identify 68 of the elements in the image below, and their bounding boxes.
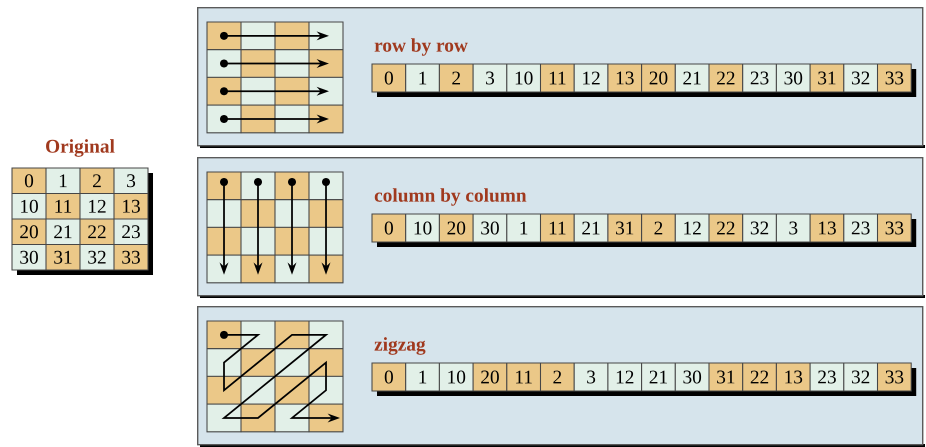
table-cell: 30 [472,213,508,243]
table-cell: 1 [405,63,440,93]
grid-heading: Original [46,139,115,157]
table-cell: 10 [438,362,474,392]
table-cell: 30 [11,244,47,271]
table-cell: 0 [11,167,47,194]
table-cell: 12 [674,213,710,243]
panel-heading: column by column [374,188,526,206]
table-cell: 12 [574,63,608,93]
table-cell: 32 [843,63,878,93]
table-cell: 2 [79,167,115,194]
table-cell: 21 [574,213,608,243]
table-cell: 33 [876,63,912,93]
table-cell: 30 [674,362,710,392]
table-cell: 20 [438,213,474,243]
table-cell: 23 [843,213,878,243]
table-cell: 31 [45,244,81,271]
table-cell: 22 [742,362,777,392]
table-cell: 3 [574,362,608,392]
table-cell: 11 [506,362,542,392]
table-cell: 30 [776,63,811,93]
table-cell: 2 [641,213,676,243]
table-cell: 32 [843,362,878,392]
table-cell: 1 [506,213,542,243]
table-cell: 33 [876,213,912,243]
table-cell: 13 [810,213,844,243]
table-cell: 12 [79,192,115,220]
table-cell: 20 [11,218,47,246]
table-cell: 10 [405,213,440,243]
table-cell: 33 [876,362,912,392]
table-cell: 22 [708,213,744,243]
table-cell: 32 [79,244,115,271]
table-cell: 31 [810,63,844,93]
table-cell: 13 [607,63,642,93]
table-cell: 21 [641,362,676,392]
table-cell: 11 [540,213,575,243]
table-cell: 1 [405,362,440,392]
table-cell: 10 [11,192,47,220]
panel-heading: zigzag [374,337,426,355]
table-cell: 32 [742,213,777,243]
table-cell: 12 [607,362,642,392]
table-cell: 3 [776,213,811,243]
panel-heading: row by row [374,38,468,56]
table-cell: 20 [472,362,508,392]
table-cell: 21 [674,63,710,93]
table-cell: 31 [607,213,642,243]
table-cell: 22 [708,63,744,93]
table-cell: 2 [540,362,575,392]
table-cell: 3 [113,167,149,194]
table-cell: 10 [506,63,542,93]
table-cell: 0 [371,362,406,392]
table-cell: 0 [371,63,406,93]
table-cell: 20 [641,63,676,93]
table-cell: 21 [45,218,81,246]
table-cell: 11 [45,192,81,220]
table-cell: 2 [438,63,474,93]
table-cell: 23 [810,362,844,392]
table-cell: 3 [472,63,508,93]
table-cell: 11 [540,63,575,93]
table-cell: 33 [113,244,149,271]
table-cell: 13 [776,362,811,392]
table-cell: 31 [708,362,744,392]
table-cell: 23 [113,218,149,246]
table-cell: 13 [113,192,149,220]
table-cell: 23 [742,63,777,93]
table-cell: 1 [45,167,81,194]
table-cell: 22 [79,218,115,246]
table-cell: 0 [371,213,406,243]
